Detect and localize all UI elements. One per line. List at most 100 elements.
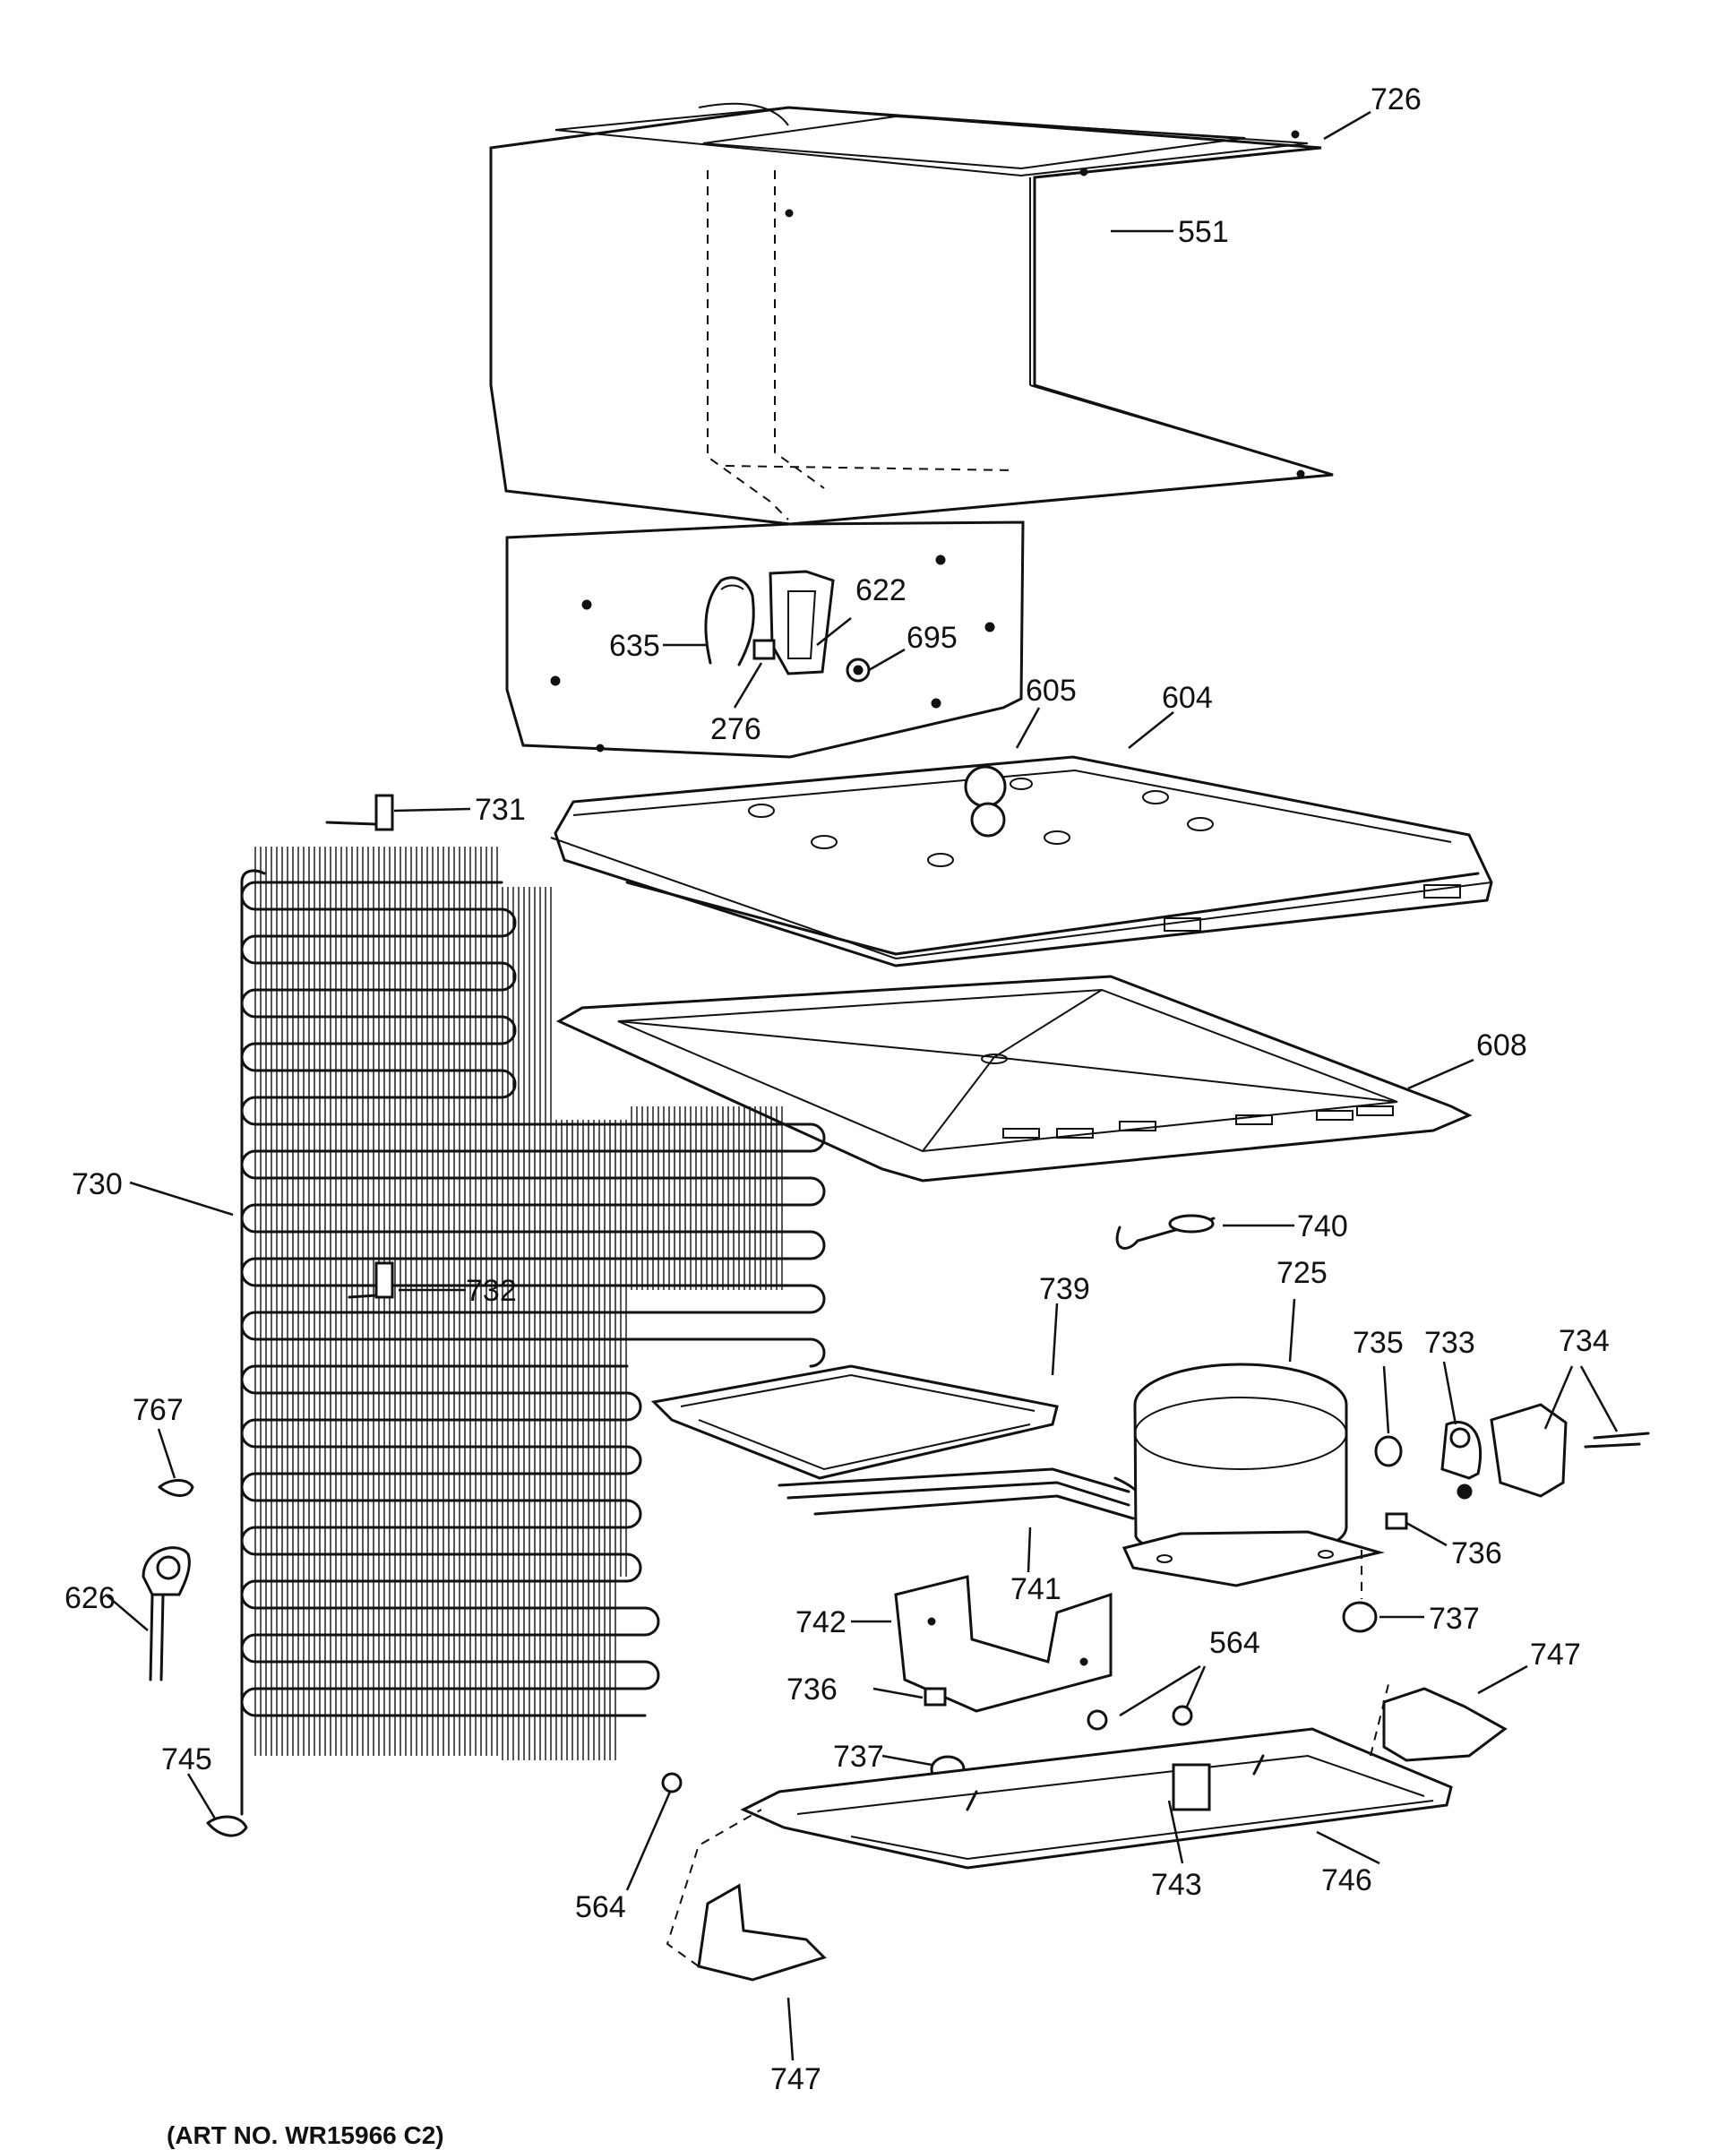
tray-739: [650, 1364, 1059, 1480]
overload-735: [1374, 1435, 1403, 1467]
condenser-tube-bend: [643, 1606, 660, 1637]
callout-737-left: 737: [833, 1740, 884, 1774]
condenser-tube-bend: [240, 934, 257, 965]
condenser-tube-bend: [240, 1096, 257, 1126]
callout-740: 740: [1297, 1209, 1348, 1243]
clip-732: [348, 1261, 394, 1299]
callout-741: 741: [1010, 1572, 1061, 1606]
condenser-tube-bend: [240, 1687, 257, 1717]
condenser-tube-bend: [809, 1230, 826, 1260]
callout-735: 735: [1353, 1326, 1404, 1360]
condenser-tube-bend: [240, 1579, 257, 1610]
clip-731: [325, 794, 394, 831]
screw-564-c: [661, 1772, 683, 1793]
callout-736-left: 736: [786, 1673, 838, 1707]
heater-741: [778, 1467, 1154, 1547]
bracket-747-right: [1382, 1687, 1508, 1762]
art-number: (ART NO. WR15966 C2): [167, 2121, 444, 2149]
condenser-tube-bend: [240, 1633, 257, 1664]
callout-731: 731: [475, 793, 526, 827]
condenser-tube-bend: [240, 988, 257, 1019]
condenser-tubes: [240, 881, 826, 1717]
condenser-tube-bend: [500, 907, 517, 938]
condenser-tube-bend: [809, 1284, 826, 1314]
drip-tray-608: [555, 975, 1473, 1182]
callout-564-top: 564: [1209, 1626, 1260, 1660]
callout-732: 732: [466, 1274, 517, 1308]
clip-276: [752, 639, 776, 660]
callout-726: 726: [1371, 82, 1422, 116]
callout-604: 604: [1162, 681, 1213, 715]
relay-733: [1440, 1420, 1482, 1500]
callout-733: 733: [1424, 1326, 1475, 1360]
callout-564-left: 564: [575, 1890, 626, 1924]
condenser-tube-bend: [240, 1311, 257, 1341]
callout-767: 767: [133, 1393, 184, 1427]
screw-564-a: [1087, 1709, 1108, 1731]
condenser-tube-bend: [240, 1149, 257, 1180]
callout-276: 276: [710, 712, 761, 746]
sensor-740: [1115, 1214, 1216, 1250]
guide-dash-left: [666, 1809, 762, 1967]
callout-695: 695: [907, 621, 958, 655]
bracket-747-left: [697, 1883, 827, 1982]
condenser-tube-bend: [500, 961, 517, 992]
condenser-tube-bend: [500, 1069, 517, 1099]
callout-736-right: 736: [1451, 1536, 1502, 1570]
leader-lines: [105, 110, 1619, 2061]
condenser-tube-bend: [643, 1660, 660, 1690]
condenser-tube-bend: [809, 1176, 826, 1207]
compressor-725: [1122, 1363, 1385, 1587]
callout-635: 635: [609, 629, 660, 663]
condenser-tube-bend: [625, 1499, 642, 1529]
condenser-730: [240, 847, 826, 1816]
condenser-tube-bend: [240, 1472, 257, 1502]
clip-745: [206, 1815, 248, 1837]
condenser-tube-bend: [240, 1257, 257, 1287]
callout-743: 743: [1151, 1868, 1202, 1902]
cover-734: [1490, 1403, 1650, 1498]
screw-695: [846, 658, 871, 683]
screw-564-b: [1172, 1705, 1193, 1726]
condenser-tube-bend: [625, 1391, 642, 1422]
condenser-tube-bend: [240, 1042, 257, 1072]
condenser-tube-bend: [240, 1418, 257, 1449]
thermostat-bracket-622: [769, 570, 835, 675]
mounting-clip-736-lower: [924, 1687, 947, 1707]
callout-742: 742: [795, 1605, 847, 1639]
freezer-pan-604: [550, 755, 1493, 968]
condenser-tube-bend: [625, 1445, 642, 1475]
condenser-tube-bend: [240, 881, 257, 911]
callout-747-right: 747: [1530, 1638, 1581, 1672]
callout-746: 746: [1321, 1863, 1372, 1897]
callout-747-left: 747: [770, 2062, 821, 2096]
temperature-control-626: [142, 1546, 191, 1681]
guide-dash-right: [1370, 1683, 1389, 1757]
callout-730: 730: [72, 1167, 123, 1201]
callout-605: 605: [1026, 674, 1077, 708]
condenser-tube-bend: [500, 1015, 517, 1045]
callout-622: 622: [855, 573, 907, 607]
callout-737-right: 737: [1429, 1602, 1480, 1636]
callout-551: 551: [1178, 215, 1229, 249]
condenser-tube-bend: [625, 1552, 642, 1583]
condenser-tube-bend: [809, 1337, 826, 1368]
condenser-tube-bend: [240, 1364, 257, 1395]
mounting-clip-736-upper: [1385, 1512, 1408, 1530]
top-cover-726: [489, 102, 1334, 526]
callout-626: 626: [64, 1581, 116, 1615]
condenser-tube-bend: [809, 1122, 826, 1153]
condenser-tube-bend: [240, 1526, 257, 1556]
callout-739: 739: [1039, 1272, 1090, 1306]
condenser-tube-bend: [240, 1203, 257, 1234]
callout-725: 725: [1276, 1256, 1328, 1290]
thermostat-bulb-635: [704, 576, 755, 666]
callout-745: 745: [161, 1742, 212, 1776]
grommet-737-upper: [1342, 1601, 1378, 1633]
clip-767: [158, 1479, 194, 1497]
base-plate-746: [740, 1727, 1453, 1870]
condenser-fins: [254, 847, 783, 1760]
callout-608: 608: [1476, 1028, 1527, 1062]
callout-734: 734: [1559, 1324, 1610, 1358]
